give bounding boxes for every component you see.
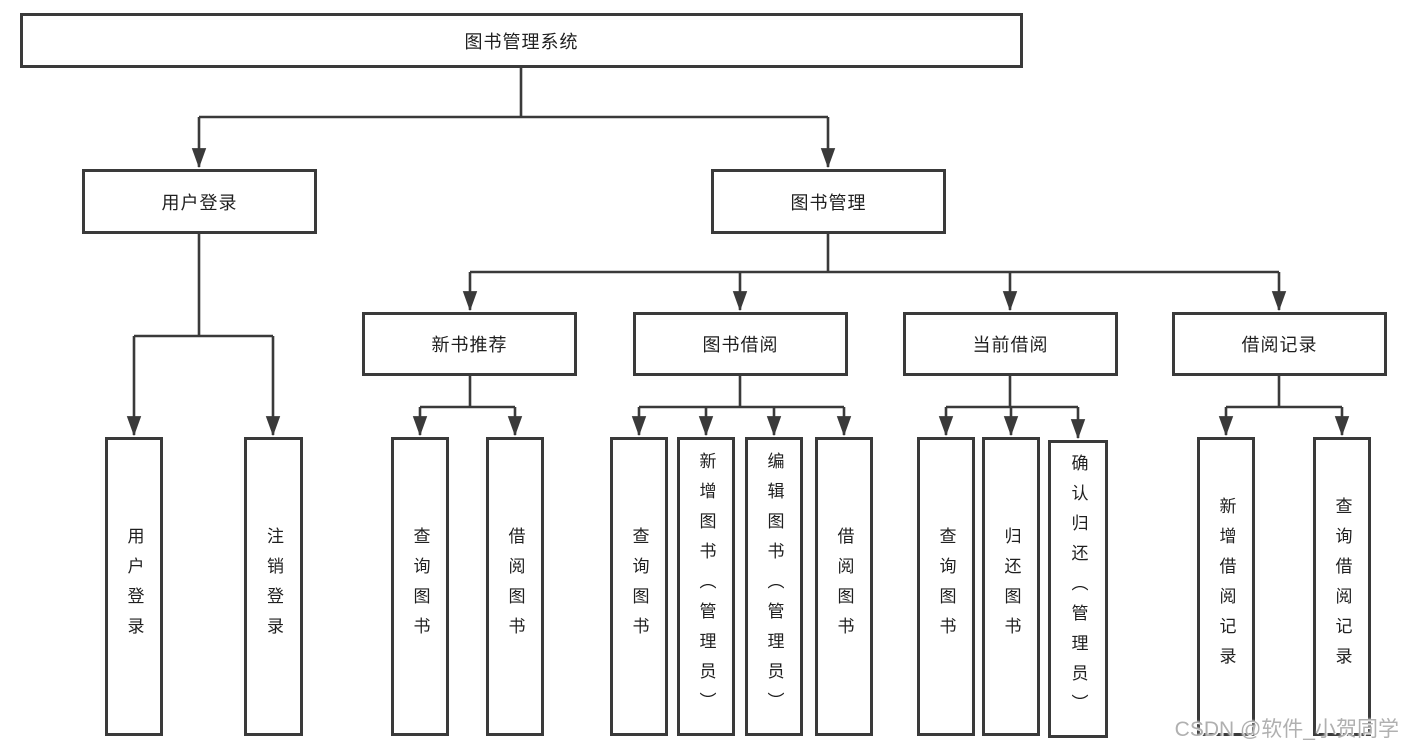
leaf-return-books: 归还图书 xyxy=(982,437,1040,736)
leaf-add-borrow-record-label: 新增借阅记录 xyxy=(1216,496,1236,677)
node-user-login-label: 用户登录 xyxy=(161,192,238,213)
leaf-borrow-books-recommend: 借阅图书 xyxy=(486,437,544,736)
node-current-borrow: 当前借阅 xyxy=(903,312,1118,376)
leaf-query-books-recommend: 查询图书 xyxy=(391,437,449,736)
leaf-logout-label: 注销登录 xyxy=(264,526,283,647)
leaf-edit-book-admin: 编辑图书（管理员） xyxy=(745,437,803,736)
node-new-book-recommend-label: 新书推荐 xyxy=(431,335,508,355)
leaf-query-books-recommend-label: 查询图书 xyxy=(410,526,430,647)
leaf-query-borrow-record-label: 查询借阅记录 xyxy=(1332,496,1352,677)
csdn-watermark: CSDN @软件_小贺同学 xyxy=(1174,718,1399,741)
node-book-management-label: 图书管理 xyxy=(790,192,867,213)
leaf-borrow-books-label: 借阅图书 xyxy=(834,526,854,647)
node-borrow-records-label: 借阅记录 xyxy=(1241,335,1318,355)
leaf-query-books-borrow: 查询图书 xyxy=(610,437,668,736)
leaf-edit-book-admin-label: 编辑图书（管理员） xyxy=(764,451,784,722)
node-new-book-recommend: 新书推荐 xyxy=(362,312,577,376)
node-root: 图书管理系统 xyxy=(20,13,1023,68)
node-root-label: 图书管理系统 xyxy=(464,31,579,52)
leaf-query-books-borrow-label: 查询图书 xyxy=(629,526,649,647)
leaf-query-books-current-label: 查询图书 xyxy=(936,526,956,647)
leaf-add-borrow-record: 新增借阅记录 xyxy=(1197,437,1255,736)
leaf-logout: 注销登录 xyxy=(244,437,303,736)
leaf-confirm-return-admin-label: 确认归还（管理员） xyxy=(1068,454,1088,724)
leaf-return-books-label: 归还图书 xyxy=(1001,526,1021,647)
leaf-add-book-admin: 新增图书（管理员） xyxy=(677,437,735,736)
node-book-borrow: 图书借阅 xyxy=(633,312,848,376)
node-current-borrow-label: 当前借阅 xyxy=(972,335,1049,355)
node-book-borrow-label: 图书借阅 xyxy=(702,335,779,355)
leaf-user-login-label: 用户登录 xyxy=(124,526,144,647)
leaf-query-borrow-record: 查询借阅记录 xyxy=(1313,437,1371,736)
leaf-borrow-books-recommend-label: 借阅图书 xyxy=(505,526,525,647)
node-borrow-records: 借阅记录 xyxy=(1172,312,1387,376)
leaf-add-book-admin-label: 新增图书（管理员） xyxy=(696,451,716,722)
leaf-confirm-return-admin: 确认归还（管理员） xyxy=(1048,440,1108,738)
leaf-borrow-books: 借阅图书 xyxy=(815,437,873,736)
leaf-query-books-current: 查询图书 xyxy=(917,437,975,736)
leaf-user-login: 用户登录 xyxy=(105,437,163,736)
node-book-management: 图书管理 xyxy=(711,169,946,234)
node-user-login: 用户登录 xyxy=(82,169,317,234)
